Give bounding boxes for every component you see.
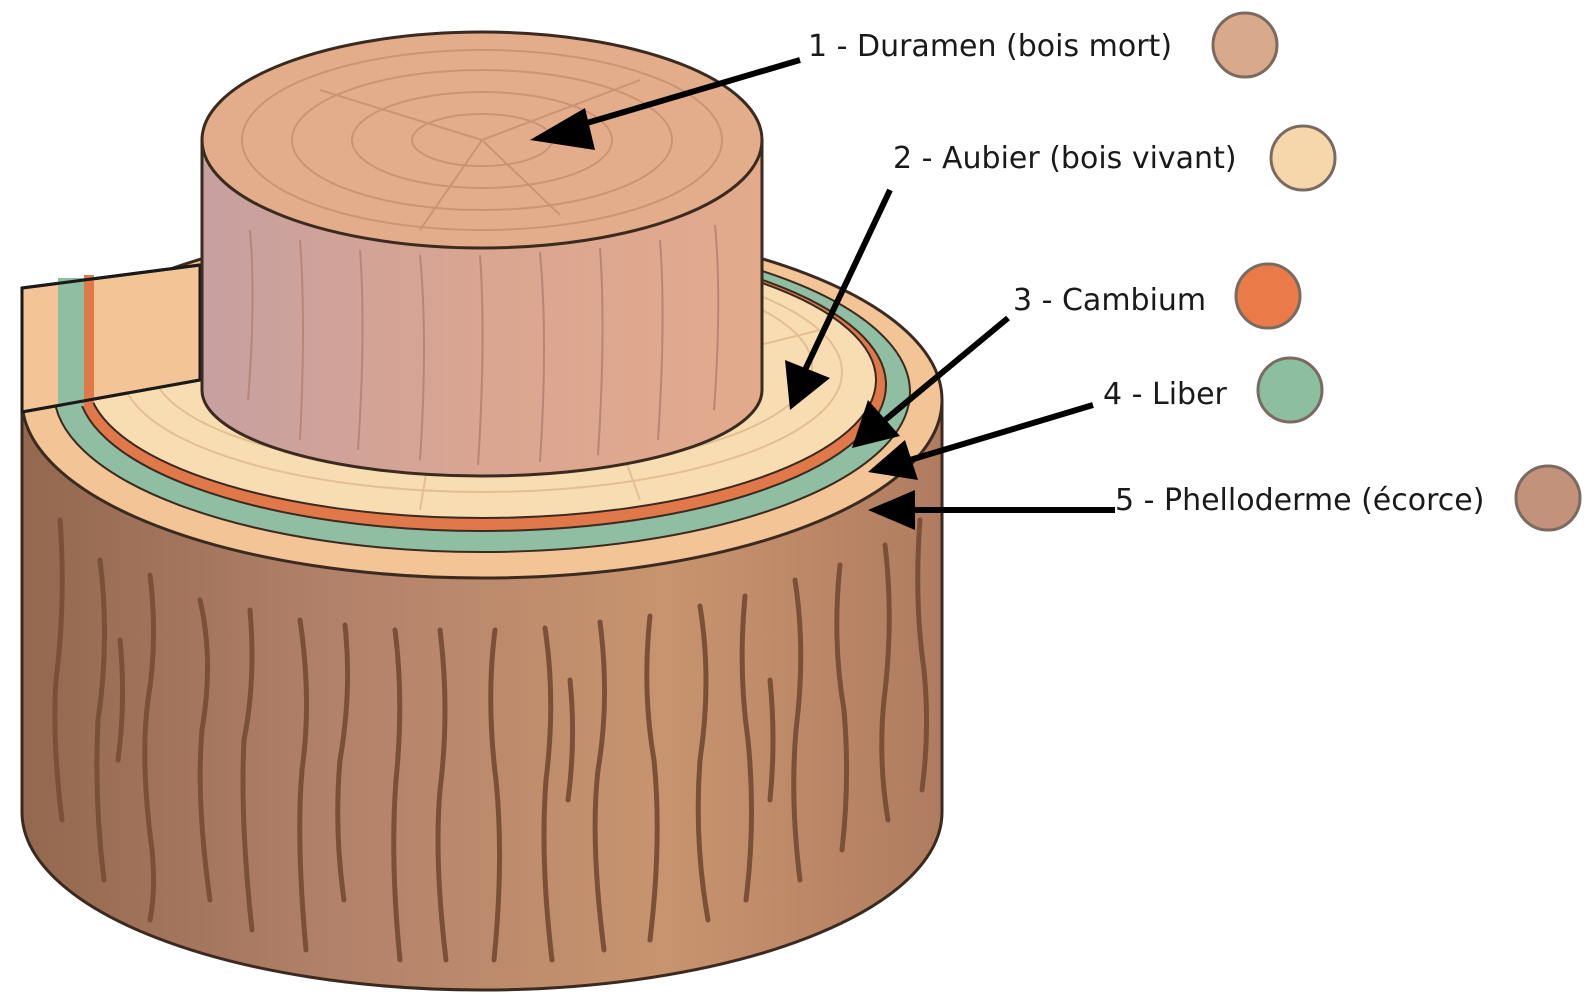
label-duramen: 1 - Duramen (bois mort) bbox=[808, 13, 1277, 77]
label-cambium-text: 3 - Cambium bbox=[1013, 283, 1206, 318]
swatch-phelloderme bbox=[1516, 466, 1580, 530]
swatch-aubier bbox=[1271, 126, 1335, 190]
label-duramen-text: 1 - Duramen (bois mort) bbox=[808, 29, 1172, 64]
label-phelloderme: 5 - Phelloderme (écorce) bbox=[1115, 466, 1580, 530]
label-aubier-text: 2 - Aubier (bois vivant) bbox=[893, 141, 1237, 176]
swatch-cambium bbox=[1236, 264, 1300, 328]
label-cambium: 3 - Cambium bbox=[1013, 264, 1300, 328]
label-liber: 4 - Liber bbox=[1103, 358, 1322, 422]
label-phelloderme-text: 5 - Phelloderme (écorce) bbox=[1115, 483, 1484, 518]
arrow-phelloderme bbox=[868, 490, 1115, 530]
label-liber-text: 4 - Liber bbox=[1103, 377, 1228, 412]
swatch-duramen bbox=[1213, 13, 1277, 77]
label-aubier: 2 - Aubier (bois vivant) bbox=[893, 126, 1335, 190]
swatch-liber bbox=[1258, 358, 1322, 422]
